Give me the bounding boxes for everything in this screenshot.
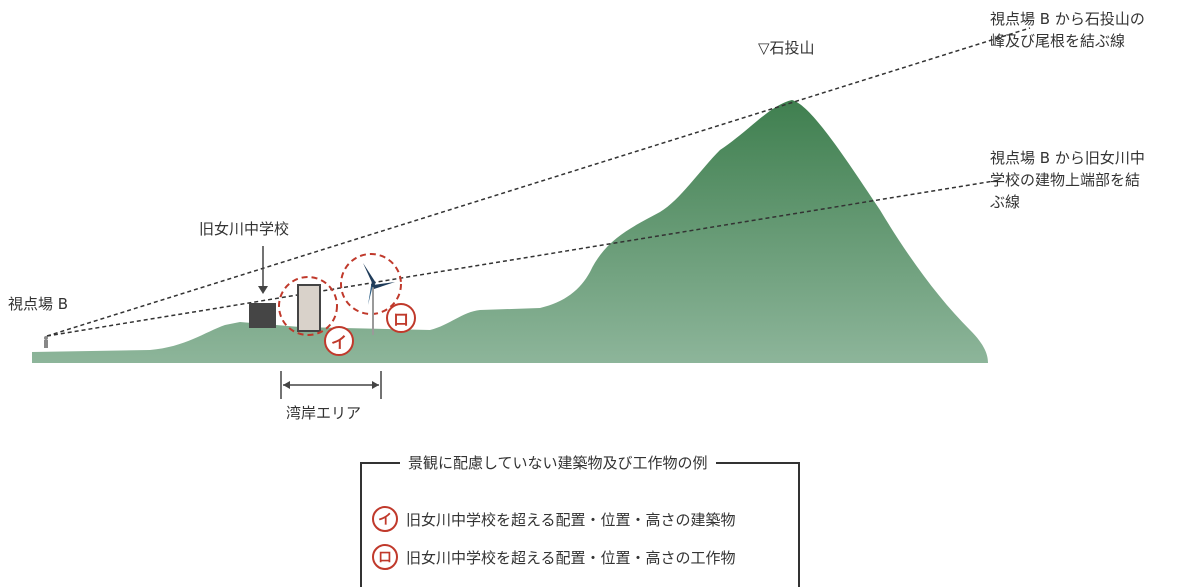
legend-title: 景観に配慮していない建築物及び工作物の例	[400, 452, 716, 474]
school-arrow	[258, 246, 268, 294]
wind-turbine-icon	[363, 263, 395, 335]
school-building	[297, 284, 321, 332]
bay-area-label: 湾岸エリア	[286, 404, 362, 422]
bay-area-span	[280, 371, 382, 399]
legend-marker-ro: ロ	[372, 544, 398, 570]
school-label: 旧女川中学校	[199, 220, 290, 238]
mountain-label: ▽石投山	[758, 39, 815, 57]
legend-item-i: イ 旧女川中学校を超える配置・位置・高さの建築物	[372, 505, 736, 533]
highlight-circle-turbine	[340, 253, 402, 315]
legend-text-i: 旧女川中学校を超える配置・位置・高さの建築物	[406, 510, 736, 529]
legend-marker-i: イ	[372, 506, 398, 532]
sight-line-peak	[46, 27, 1031, 337]
marker-ro: ロ	[386, 303, 416, 333]
line-peak-label: 視点場 B から石投山の 峰及び尾根を結ぶ線	[990, 10, 1145, 50]
marker-i: イ	[324, 326, 354, 356]
terrain-mountain	[32, 100, 988, 363]
viewpoint-label: 視点場 B	[8, 295, 69, 313]
highlight-circle-building	[278, 276, 338, 336]
person-icon	[44, 336, 48, 348]
legend-item-ro: ロ 旧女川中学校を超える配置・位置・高さの工作物	[372, 543, 736, 571]
legend-text-ro: 旧女川中学校を超える配置・位置・高さの工作物	[406, 548, 736, 567]
line-school-label: 視点場 B から旧女川中 学校の建物上端部を結 ぶ線	[990, 149, 1145, 211]
dark-building	[249, 303, 276, 328]
